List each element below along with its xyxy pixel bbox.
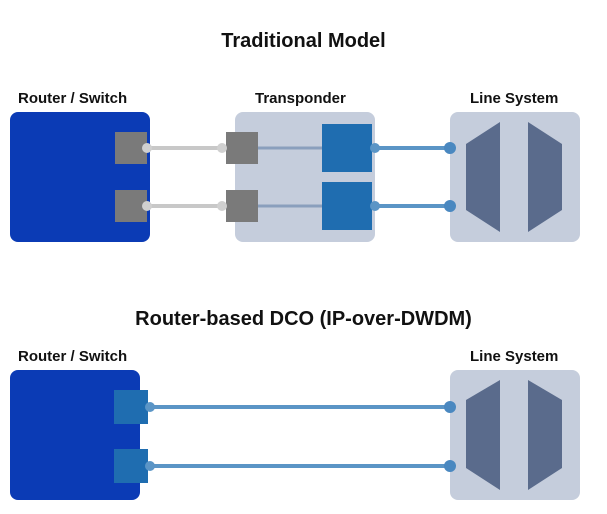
- transponder-label: Transponder: [255, 90, 346, 107]
- traditional-mux-right: [528, 122, 562, 232]
- dco-link-2-end-a: [145, 461, 155, 471]
- traditional-router-box: [10, 112, 150, 242]
- dco-mux-right: [528, 380, 562, 490]
- dco-link-2-end-b: [444, 460, 456, 472]
- dco-optic-2: [114, 449, 148, 483]
- dco-router-label: Router / Switch: [18, 348, 128, 365]
- traditional-title: Traditional Model: [221, 30, 386, 52]
- optic-link-2-end-a: [370, 201, 380, 211]
- router-grey-port-2: [115, 190, 147, 222]
- traditional-router-label: Router / Switch: [18, 90, 128, 107]
- traditional-line-system-label: Line System: [470, 90, 559, 107]
- dco-title: Router-based DCO (IP-over-DWDM): [135, 308, 472, 330]
- grey-link-2-end-b: [217, 201, 227, 211]
- dco-line-system-label: Line System: [470, 348, 559, 365]
- optic-link-2-end-b: [444, 200, 456, 212]
- optic-link-1-end-b: [444, 142, 456, 154]
- transponder-grey-port-2: [226, 190, 258, 222]
- dco-optic-1: [114, 390, 148, 424]
- dco-mux-left: [466, 380, 500, 490]
- transponder-grey-port-1: [226, 132, 258, 164]
- transponder-optic-2: [322, 182, 372, 230]
- dco-link-1-end-b: [444, 401, 456, 413]
- traditional-mux-left: [466, 122, 500, 232]
- grey-link-1-end-b: [217, 143, 227, 153]
- dco-router-box: [10, 370, 140, 500]
- router-grey-port-1: [115, 132, 147, 164]
- optic-link-1-end-a: [370, 143, 380, 153]
- dco-link-1-end-a: [145, 402, 155, 412]
- transponder-optic-1: [322, 124, 372, 172]
- grey-link-2-end-a: [142, 201, 152, 211]
- grey-link-1-end-a: [142, 143, 152, 153]
